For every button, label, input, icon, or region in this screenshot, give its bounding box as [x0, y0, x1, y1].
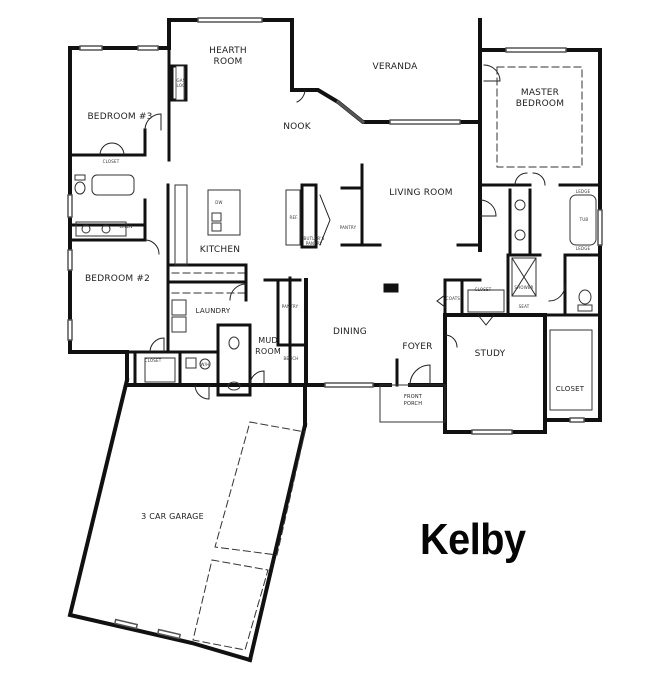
closet-label-study: CLOSET: [474, 287, 492, 292]
room-label-hearth-room: HEARTH ROOM: [209, 46, 247, 67]
room-label-master-bedroom: MASTER BEDROOM: [515, 88, 565, 109]
pantry-label-kitchen: PANTRY: [339, 225, 357, 230]
windows: [67, 17, 603, 640]
bench-label: BENCH: [283, 356, 299, 361]
linen-label: LINEN: [119, 224, 133, 229]
seat-label: SEAT: [518, 304, 530, 309]
plan-name-title: Kelby: [420, 515, 526, 564]
coats-label: COATS: [445, 296, 461, 301]
closet-label-bedroom-2: CLOSET: [144, 358, 162, 363]
ledge-label-top: LEDGE: [575, 189, 591, 194]
room-label-kitchen: KITCHEN: [199, 245, 241, 255]
room-label-mud-room: MUD ROOM: [255, 336, 281, 356]
room-label-master-closet: CLOSET: [555, 385, 585, 393]
room-label-front-porch: FRONT PORCH: [403, 394, 423, 407]
room-label-living-room: LIVING ROOM: [389, 188, 453, 198]
room-label-study: STUDY: [474, 349, 506, 359]
doors: [99, 64, 566, 400]
room-label-garage: 3 CAR GARAGE: [141, 512, 204, 521]
room-label-veranda: VERANDA: [372, 62, 418, 72]
shower-label: SHOWER: [514, 285, 534, 290]
interior-walls: [68, 46, 602, 397]
fixtures: [74, 174, 597, 411]
room-label-laundry: LAUNDRY: [195, 307, 231, 315]
room-label-bedroom-2: BEDROOM #2: [84, 274, 151, 284]
ledge-label-bottom: LEDGE: [575, 246, 591, 251]
dishwasher-label: DW: [215, 200, 223, 205]
closet-label-bedroom-3: CLOSET: [102, 159, 120, 164]
room-label-nook: NOOK: [283, 122, 311, 132]
room-label-bedroom-3: BEDROOM #3: [87, 112, 153, 122]
refrigerator-label: REF.: [289, 215, 299, 220]
butlers-pantry-label: BUTLER'S PANTRY: [303, 236, 325, 246]
pantry-label-mud-room: PANTRY: [281, 304, 299, 309]
water-heater-label: W/H: [200, 362, 210, 367]
tub-label: TUB: [579, 217, 589, 222]
room-label-foyer: FOYER: [402, 342, 433, 352]
gas-log-label: GAS LOG: [176, 78, 186, 88]
dashed-lines: [171, 66, 583, 651]
room-label-dining: DINING: [333, 327, 367, 337]
